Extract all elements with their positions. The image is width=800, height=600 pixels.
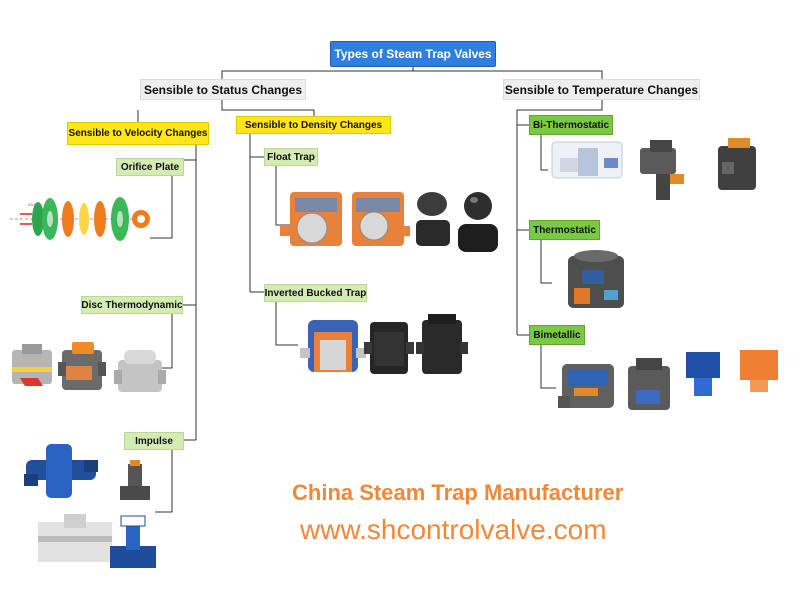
- leaf-impulse: Impulse: [124, 432, 184, 450]
- impulse-images: [24, 444, 156, 568]
- leaf-bi-thermostatic: Bi-Thermostatic: [529, 115, 613, 135]
- thermostatic-image: [568, 250, 624, 308]
- leaf-float-trap: Float Trap: [264, 148, 318, 166]
- bimetallic-images: [558, 350, 778, 410]
- leaf-disc-thermodynamic: Disc Thermodynamic: [81, 296, 183, 314]
- float-trap-images: [280, 192, 498, 252]
- leaf-bimetallic: Bimetallic: [529, 325, 585, 345]
- branch-status-changes: Sensible to Status Changes: [140, 79, 306, 100]
- orifice-plate-image: ANSI: [10, 197, 150, 241]
- svg-text:ANSI: ANSI: [28, 202, 37, 207]
- branch-temperature-changes: Sensible to Temperature Changes: [503, 79, 700, 100]
- root-node: Types of Steam Trap Valves: [330, 41, 496, 67]
- disc-thermodynamic-images: [12, 342, 166, 392]
- subbranch-velocity-changes: Sensible to Velocity Changes: [67, 122, 209, 145]
- bi-thermostatic-images: [551, 138, 756, 200]
- leaf-inverted-bucked-trap: Inverted Bucked Trap: [264, 284, 367, 302]
- subbranch-density-changes: Sensible to Density Changes: [236, 116, 391, 134]
- leaf-thermostatic: Thermostatic: [529, 220, 600, 240]
- inverted-bucket-trap-images: [300, 314, 468, 374]
- leaf-orifice-plate: Orifice Plate: [116, 158, 184, 176]
- website-link[interactable]: www.shcontrolvalve.com: [300, 514, 607, 545]
- manufacturer-title: China Steam Trap Manufacturer: [292, 480, 624, 505]
